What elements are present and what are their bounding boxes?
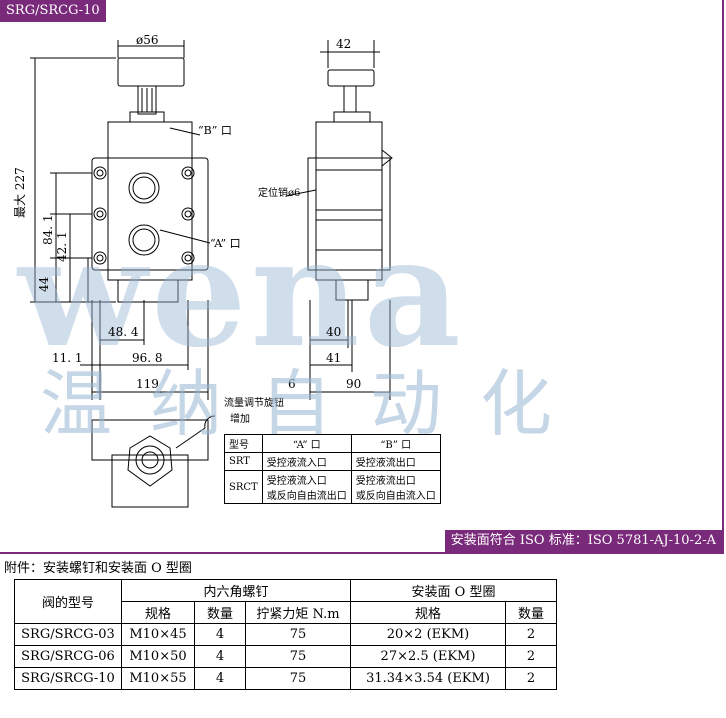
port-th-b: “B” 口 bbox=[350, 434, 441, 453]
spec-cell: 31.34×3.54 (EKM) bbox=[350, 667, 506, 690]
port-cell: 受控液流入口 或反向自由流出口 bbox=[261, 470, 352, 504]
label-increase: 增加 bbox=[230, 412, 250, 425]
label-flow-knob: 流量调节旋钮 bbox=[224, 396, 284, 409]
dim-41: 41 bbox=[326, 351, 341, 365]
port-table: 型号 “A” 口 “B” 口 SRT 受控液流入口 受控液流出口 SRCT 受控… bbox=[224, 434, 441, 504]
spec-th-sub: 拧紧力矩 N.m bbox=[245, 601, 351, 624]
spec-subheader-row: 规格 数量 拧紧力矩 N.m 规格 数量 bbox=[15, 601, 557, 624]
spec-cell: 75 bbox=[245, 667, 351, 690]
svg-text:wena: wena bbox=[16, 205, 465, 381]
hex-knob bbox=[127, 435, 173, 487]
spec-th-sub: 数量 bbox=[505, 601, 557, 624]
side-stem bbox=[343, 85, 357, 113]
spec-cell: 2 bbox=[505, 645, 557, 668]
drawing-panel: SRG/SRCG-10 bbox=[0, 0, 724, 554]
dim-90: 90 bbox=[346, 377, 361, 391]
spec-cell: 4 bbox=[194, 623, 246, 646]
dim-96-8: 96. 8 bbox=[132, 351, 163, 365]
spec-header-row: 阀的型号 内六角螺钉 安装面 O 型圈 bbox=[14, 579, 557, 624]
dim-max227: 最大 227 bbox=[13, 167, 27, 218]
watermark-latin: wena bbox=[16, 205, 465, 381]
spec-cell: 75 bbox=[245, 623, 351, 646]
port-cell: 受控液流出口 bbox=[350, 452, 441, 471]
spec-cell: M10×45 bbox=[121, 623, 195, 646]
spec-cell: M10×50 bbox=[121, 645, 195, 668]
port-b-circle bbox=[128, 172, 160, 204]
table-row: SRG/SRCG-03 M10×45 4 75 20×2 (EKM) 2 bbox=[14, 623, 557, 646]
spec-cell: SRG/SRCG-06 bbox=[14, 645, 122, 668]
port-th-a: “A” 口 bbox=[261, 434, 352, 453]
spec-cell: 4 bbox=[194, 667, 246, 690]
spec-cell: 2 bbox=[505, 623, 557, 646]
spec-cell: 75 bbox=[245, 645, 351, 668]
spec-cell: 4 bbox=[194, 645, 246, 668]
label-port-b: “B” 口 bbox=[198, 124, 232, 137]
dim-84-1: 84. 1 bbox=[41, 214, 55, 245]
technical-drawing: wena ø56 42 最大 227 84. 1 42. 1 44 48. 4 … bbox=[13, 33, 465, 508]
port-th-model: 型号 bbox=[224, 434, 263, 453]
spec-table: 阀的型号 内六角螺钉 安装面 O 型圈 规格 数量 拧紧力矩 N.m 规格 数量… bbox=[14, 579, 557, 690]
port-a-circle bbox=[128, 224, 160, 256]
spec-th-sub: 规格 bbox=[350, 601, 506, 624]
dim-119: 119 bbox=[136, 377, 159, 391]
side-knob bbox=[327, 69, 375, 87]
spec-cell: 27×2.5 (EKM) bbox=[350, 645, 506, 668]
port-cell: 受控液流入口 bbox=[261, 452, 352, 471]
port-table-header: 型号 “A” 口 “B” 口 bbox=[224, 434, 441, 453]
dim-11-1: 11. 1 bbox=[52, 351, 83, 365]
front-stem bbox=[137, 85, 157, 115]
dim-48-4: 48. 4 bbox=[108, 325, 139, 339]
spec-th-screw: 内六角螺钉 bbox=[121, 579, 351, 602]
dim-40: 40 bbox=[326, 325, 341, 339]
iso-note: 安装面符合 ISO 标准：ISO 5781-AJ-10-2-A bbox=[444, 530, 722, 552]
bottom-body bbox=[91, 419, 209, 461]
spec-cell: 2 bbox=[505, 667, 557, 690]
model-title: SRG/SRCG-10 bbox=[0, 0, 106, 22]
label-port-a: “A” 口 bbox=[210, 237, 241, 250]
spec-cell: SRG/SRCG-03 bbox=[14, 623, 122, 646]
port-cell: SRT bbox=[224, 452, 263, 471]
spec-th-model: 阀的型号 bbox=[14, 579, 122, 624]
dim-phi56: ø56 bbox=[136, 33, 159, 47]
port-cell: 受控液流出口 或反向自由流入口 bbox=[350, 470, 441, 504]
dim-44: 44 bbox=[37, 276, 51, 292]
table-row: SRG/SRCG-10 M10×55 4 75 31.34×3.54 (EKM)… bbox=[14, 667, 557, 690]
accessory-title: 附件：安装螺钉和安装面 O 型圈 bbox=[4, 561, 192, 576]
dim-6: 6 bbox=[288, 377, 296, 391]
port-table-row: SRT 受控液流入口 受控液流出口 bbox=[224, 452, 441, 471]
table-row: SRG/SRCG-06 M10×50 4 75 27×2.5 (EKM) 2 bbox=[14, 645, 557, 668]
dim-42: 42 bbox=[336, 37, 351, 51]
label-locating-pin: 定位销ø6 bbox=[258, 186, 300, 199]
port-table-row: SRCT 受控液流入口 或反向自由流出口 受控液流出口 或反向自由流入口 bbox=[224, 470, 441, 504]
spec-cell: M10×55 bbox=[121, 667, 195, 690]
dim-42-1: 42. 1 bbox=[55, 231, 69, 262]
spec-cell: 20×2 (EKM) bbox=[350, 623, 506, 646]
spec-th-sub: 规格 bbox=[121, 601, 195, 624]
spec-th-sub: 数量 bbox=[194, 601, 246, 624]
front-base bbox=[117, 279, 179, 303]
port-cell: SRCT bbox=[224, 470, 263, 504]
spec-cell: SRG/SRCG-10 bbox=[14, 667, 122, 690]
spec-th-oring: 安装面 O 型圈 bbox=[350, 579, 557, 602]
front-knob bbox=[117, 57, 185, 87]
